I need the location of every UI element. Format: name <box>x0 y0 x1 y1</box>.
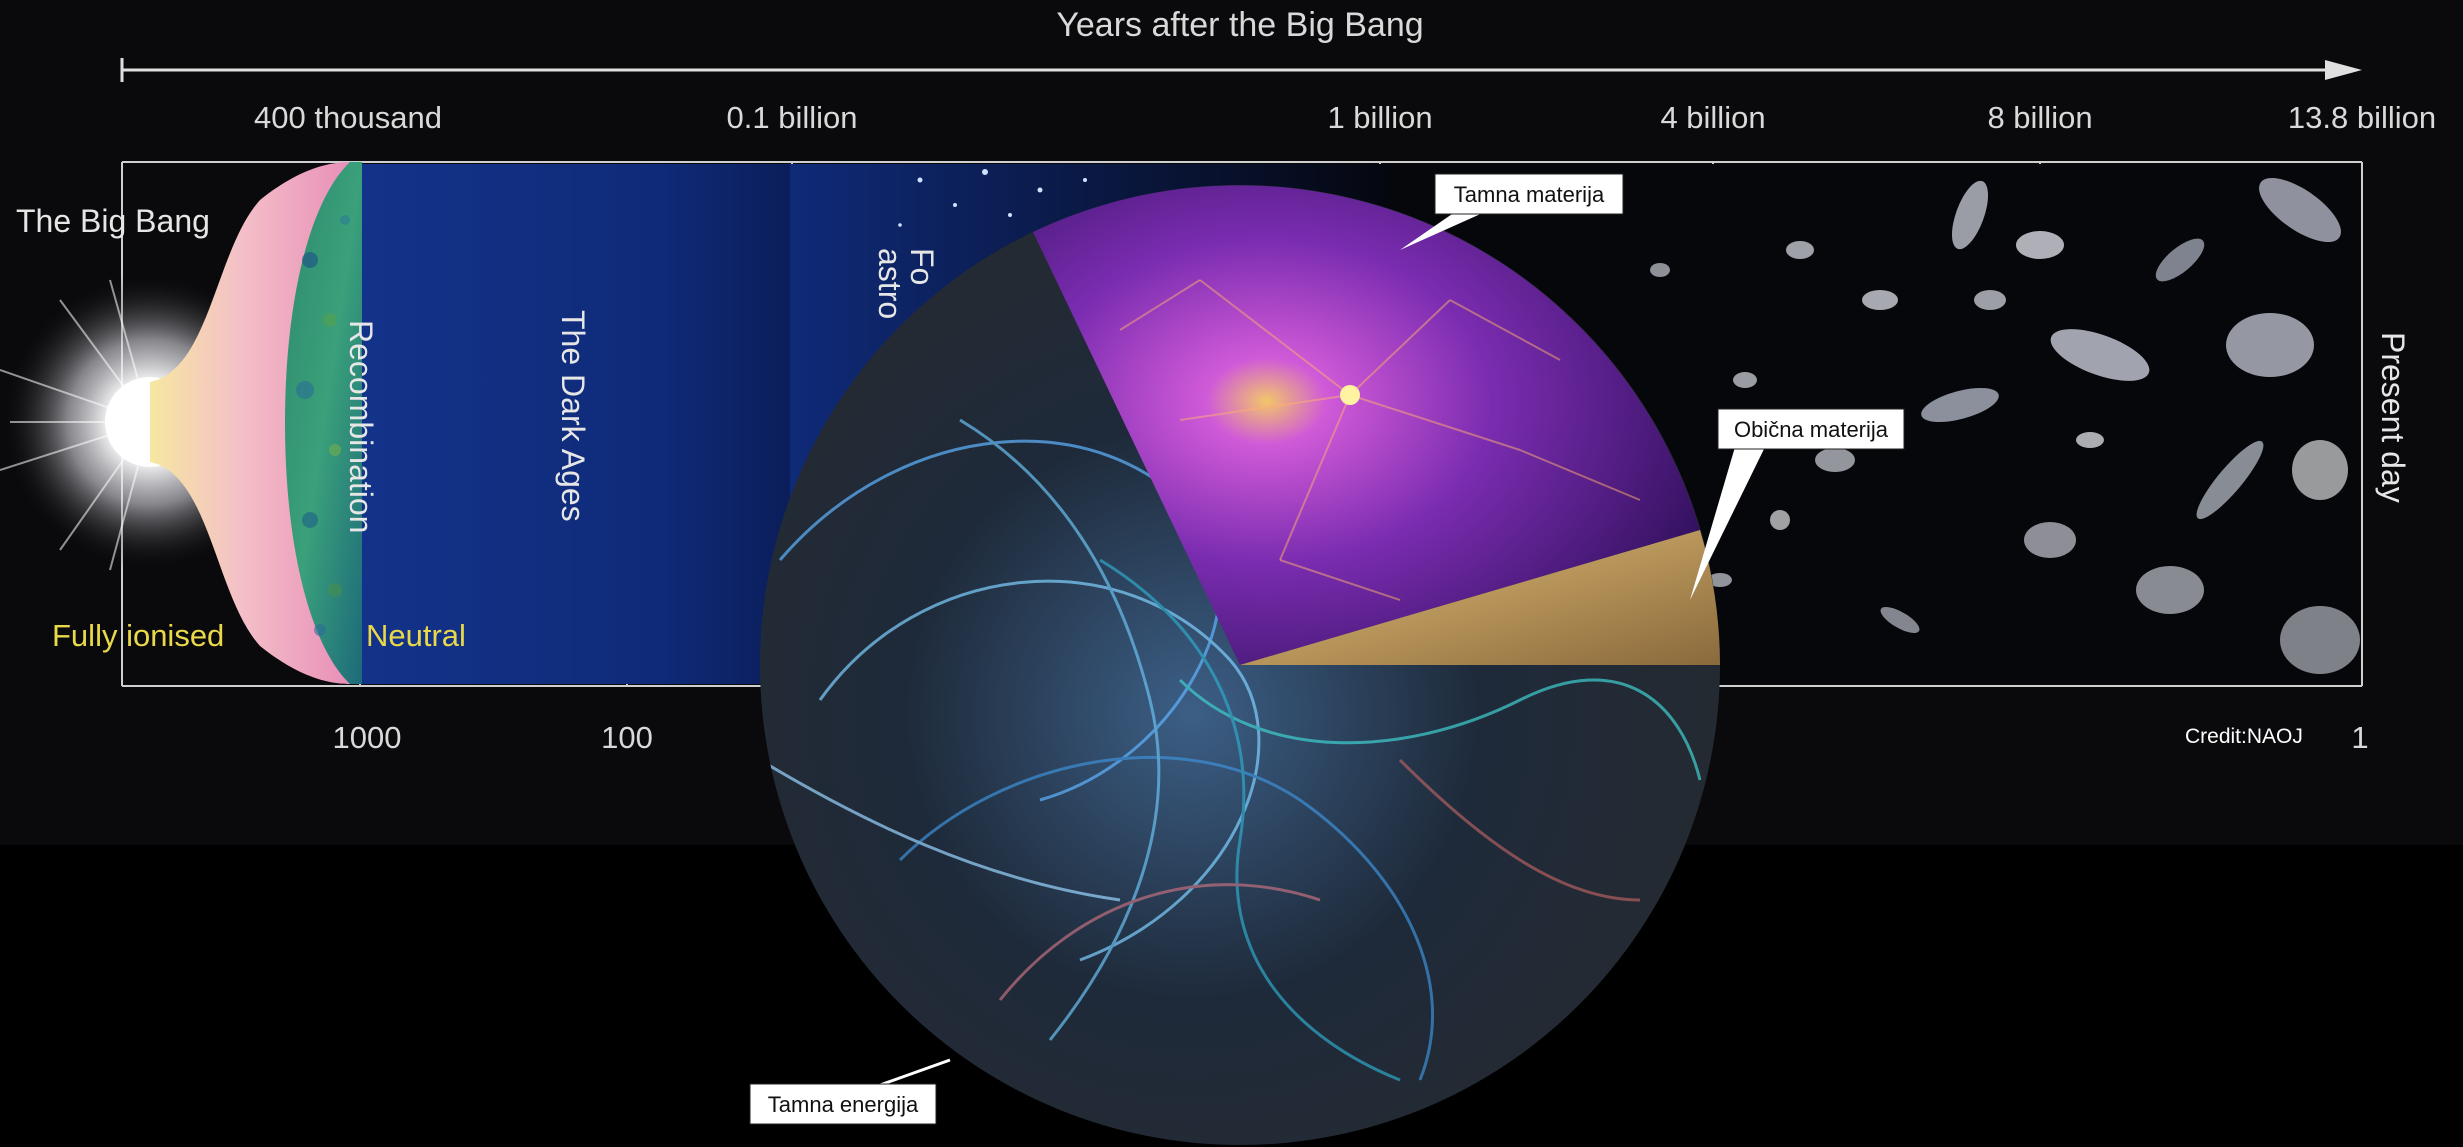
dark-energy-streaks <box>760 418 1702 1082</box>
dark-energy-callout-text: Tamna energija <box>768 1092 919 1117</box>
neutral-label: Neutral <box>366 618 466 653</box>
dark-energy-callout: Tamna energija <box>749 1058 951 1125</box>
top-tick-label: 0.1 billion <box>727 100 858 135</box>
top-tick-label: 13.8 billion <box>2288 100 2436 135</box>
credit-label: Credit:NAOJ <box>2185 725 2303 748</box>
galaxy-field <box>1650 177 2360 674</box>
dark-matter-slice <box>1033 185 1700 665</box>
cmb-surface <box>285 162 362 684</box>
composition-pie <box>760 185 1720 1145</box>
dark-matter-web <box>1119 279 1641 601</box>
arrow-head-icon <box>2325 60 2362 80</box>
bottom-tick-label: 100 <box>601 720 653 755</box>
bottom-tick-label: 1000 <box>333 720 402 755</box>
dark-matter-core <box>1340 385 1360 405</box>
present-day-label: Present day <box>2375 332 2411 503</box>
ordinary-matter-slice <box>1240 530 1720 665</box>
dark-matter-callout-text: Tamna materija <box>1454 182 1605 207</box>
dark-matter-callout: Tamna materija <box>1400 173 1624 250</box>
formation-label-partial-1: Fo <box>904 248 940 285</box>
fully-ionised-label: Fully ionised <box>52 618 224 653</box>
early-stars <box>898 169 1087 232</box>
ordinary-matter-callout: Obična materija <box>1690 408 1905 600</box>
recombination-label: Recombination <box>343 320 379 533</box>
top-tick-label: 4 billion <box>1660 100 1765 135</box>
top-tick-label: 1 billion <box>1327 100 1432 135</box>
timeline-title: Years after the Big Bang <box>1056 6 1423 44</box>
time-arrow <box>120 58 2362 82</box>
ordinary-matter-callout-text: Obična materija <box>1734 417 1889 442</box>
dark-ages-label: The Dark Ages <box>555 310 591 522</box>
big-bang-label: The Big Bang <box>16 203 210 239</box>
dark-ages-panel <box>360 164 790 684</box>
formation-label-partial-2: astro <box>872 248 908 319</box>
bottom-tick-label: 1 <box>2351 720 2368 755</box>
cmb-texture <box>296 215 350 636</box>
top-tick-label: 8 billion <box>1987 100 2092 135</box>
top-tick-label: 400 thousand <box>254 100 442 135</box>
